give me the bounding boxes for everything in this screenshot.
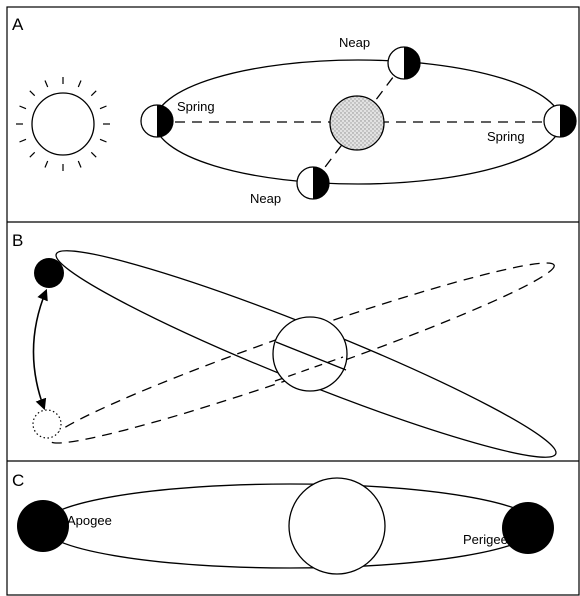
- orbit-dashed-ellipse: [49, 262, 555, 444]
- moon-perigee-icon: [502, 502, 554, 554]
- orbit-solid-front-segment: [275, 341, 347, 371]
- double-arrow-icon: [32, 288, 48, 411]
- earth-circle-c: [288, 477, 386, 575]
- moon-spring-right-icon: [543, 104, 577, 138]
- label-neap-bottom: Neap: [250, 191, 281, 206]
- label-spring-right: Spring: [487, 129, 525, 144]
- panel-c: C Apogee Perigee: [12, 471, 554, 575]
- panel-a-letter: A: [12, 15, 24, 34]
- moon-dotted-icon: [32, 409, 62, 439]
- panel-b-letter: B: [12, 231, 23, 250]
- panel-b: B: [12, 231, 557, 458]
- label-spring-left: Spring: [177, 99, 215, 114]
- moon-solid-icon: [34, 258, 64, 288]
- label-neap-top: Neap: [339, 35, 370, 50]
- panel-a: A: [12, 15, 577, 206]
- panel-c-letter: C: [12, 471, 24, 490]
- sun-icon: [16, 77, 110, 171]
- moon-neap-top-icon: [387, 46, 421, 80]
- label-perigee: Perigee: [463, 532, 508, 547]
- moon-neap-bottom-icon: [296, 166, 330, 200]
- figure-frame: [6, 6, 580, 596]
- earth-circle-b: [272, 316, 348, 392]
- moon-apogee-icon: [17, 500, 69, 552]
- moon-spring-left-icon: [140, 104, 174, 138]
- label-apogee: Apogee: [67, 513, 112, 528]
- earth-circle: [329, 95, 385, 151]
- orbit-dashed-front-segment: [274, 356, 344, 382]
